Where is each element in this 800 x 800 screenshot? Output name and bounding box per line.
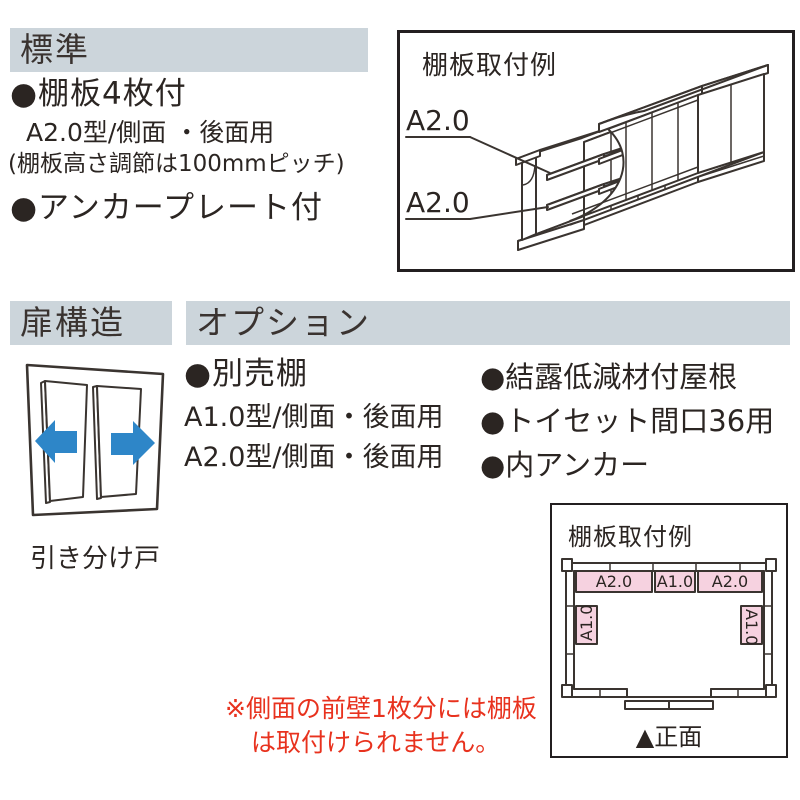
plan-shelf-left-label: A1.0 [577,605,596,641]
shelf-example-plan-title: 棚板取付例 [568,523,693,551]
plan-side-shelves: A1.0 A1.0 [575,605,763,645]
option-item-toi-set: ●トイセット間口36用 [480,404,775,438]
shed-base-rails [569,155,765,226]
plan-front-doors [624,700,714,710]
plan-shelf-right-label: A1.0 [742,609,761,645]
options-section-header: オプション [186,301,790,345]
plan-front-side-label: ▲正面 [635,723,703,751]
plan-shelf-back-center-label: A1.0 [657,572,693,591]
arrow-left-icon [35,420,77,463]
iso-label-upper: A2.0 [406,104,470,137]
note-line-2: は取付けられません。 [251,728,501,757]
standard-section-header: 標準 [10,28,368,72]
option-extra-shelf-type-a1: A1.0型/側面・後面用 [184,402,444,433]
shed-front-wall-doors [569,94,699,222]
standard-item-shelves-type: A2.0型/側面 ・後面用 [26,118,275,147]
standard-item-shelves-pitch-note: (棚板高さ調節は100mmピッチ) [8,151,345,177]
note-line-1: ※側面の前壁1枚分には棚板 [225,694,537,723]
plan-shelf-back-right-label: A2.0 [712,572,748,591]
door-section-header: 扉構造 [10,301,172,345]
shelf-restriction-note: ※側面の前壁1枚分には棚板 は取付けられません。 [225,692,537,760]
floor-plan-drawing: A2.0 A1.0 A2.0 A1.0 A1.0 [561,558,777,710]
option-item-condensation-roof: ●結露低減材付屋根 [480,360,738,394]
door-caption: 引き分け戸 [29,544,160,574]
option-item-inner-anchor: ●内アンカー [480,448,650,482]
standard-item-anchor-plate: ●アンカープレート付 [10,190,323,226]
shelf-example-plan-box: 棚板取付例 [550,503,788,758]
iso-shelf-labels: A2.0 A2.0 [405,104,551,220]
shed-left-cut-wall [515,117,649,241]
standard-item-shelves: ●棚板4枚付 [10,76,187,112]
plan-back-shelves: A2.0 A1.0 A2.0 [575,570,763,593]
shed-isometric-drawing: A2.0 A2.0 [405,64,769,251]
option-extra-shelf-type-a2: A2.0型/側面・後面用 [184,442,444,473]
shed-right-end [697,73,765,174]
shelf-example-iso-box: 棚板取付例 [397,30,795,272]
shelf-example-iso-title: 棚板取付例 [422,51,558,81]
sliding-door-diagram [25,363,165,517]
plan-shelf-back-left-label: A2.0 [596,572,632,591]
option-item-extra-shelf: ●別売棚 [184,356,309,392]
arrow-right-icon [111,421,155,465]
iso-label-lower: A2.0 [406,186,470,219]
